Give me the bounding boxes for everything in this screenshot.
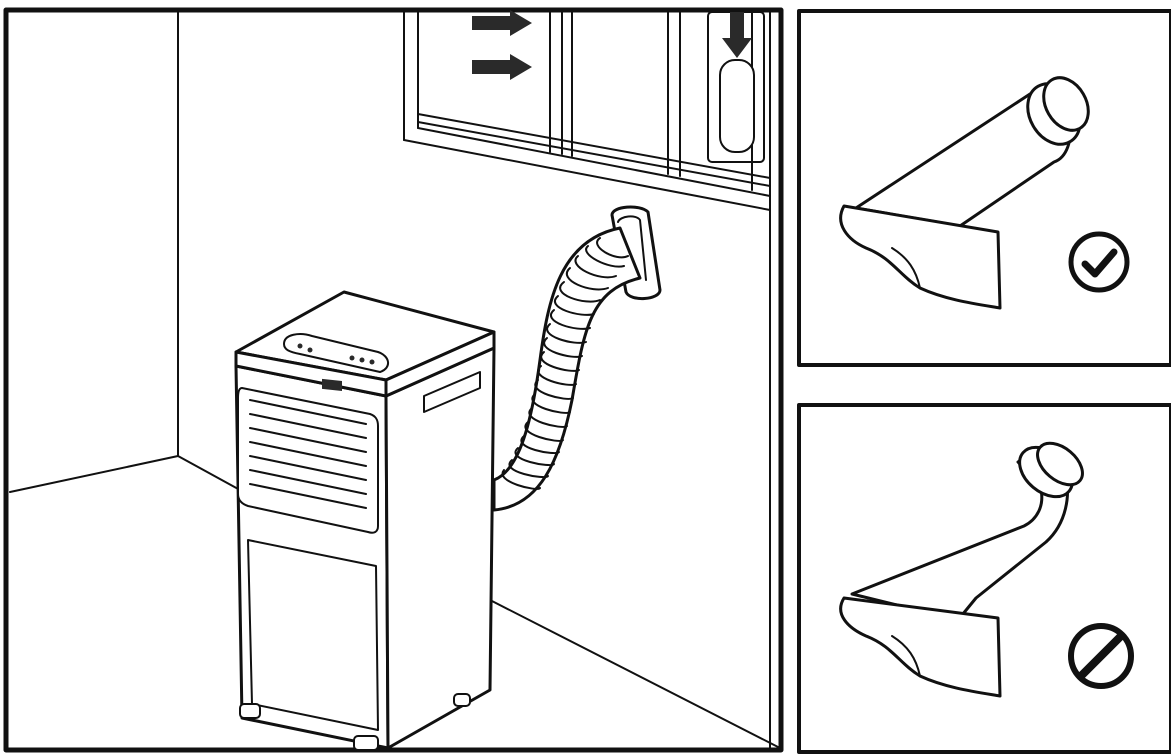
portable-air-conditioner	[236, 292, 494, 750]
down-arrow-icon	[722, 12, 752, 58]
right-arrow-icon	[472, 10, 532, 36]
window	[404, 12, 770, 210]
straight-hose	[841, 70, 1098, 308]
hose-correct-illustration	[796, 8, 1171, 368]
hose-incorrect-panel	[796, 402, 1171, 755]
installation-scene	[0, 0, 790, 755]
checkmark-circle-icon	[1071, 234, 1127, 290]
hose-incorrect-illustration	[796, 402, 1171, 755]
right-arrow-icon	[472, 54, 532, 80]
exhaust-hose	[494, 228, 640, 510]
hose-correct-panel	[796, 8, 1171, 368]
bent-hose	[841, 435, 1091, 696]
prohibited-circle-icon	[1071, 626, 1131, 686]
installation-scene-panel	[0, 0, 790, 755]
